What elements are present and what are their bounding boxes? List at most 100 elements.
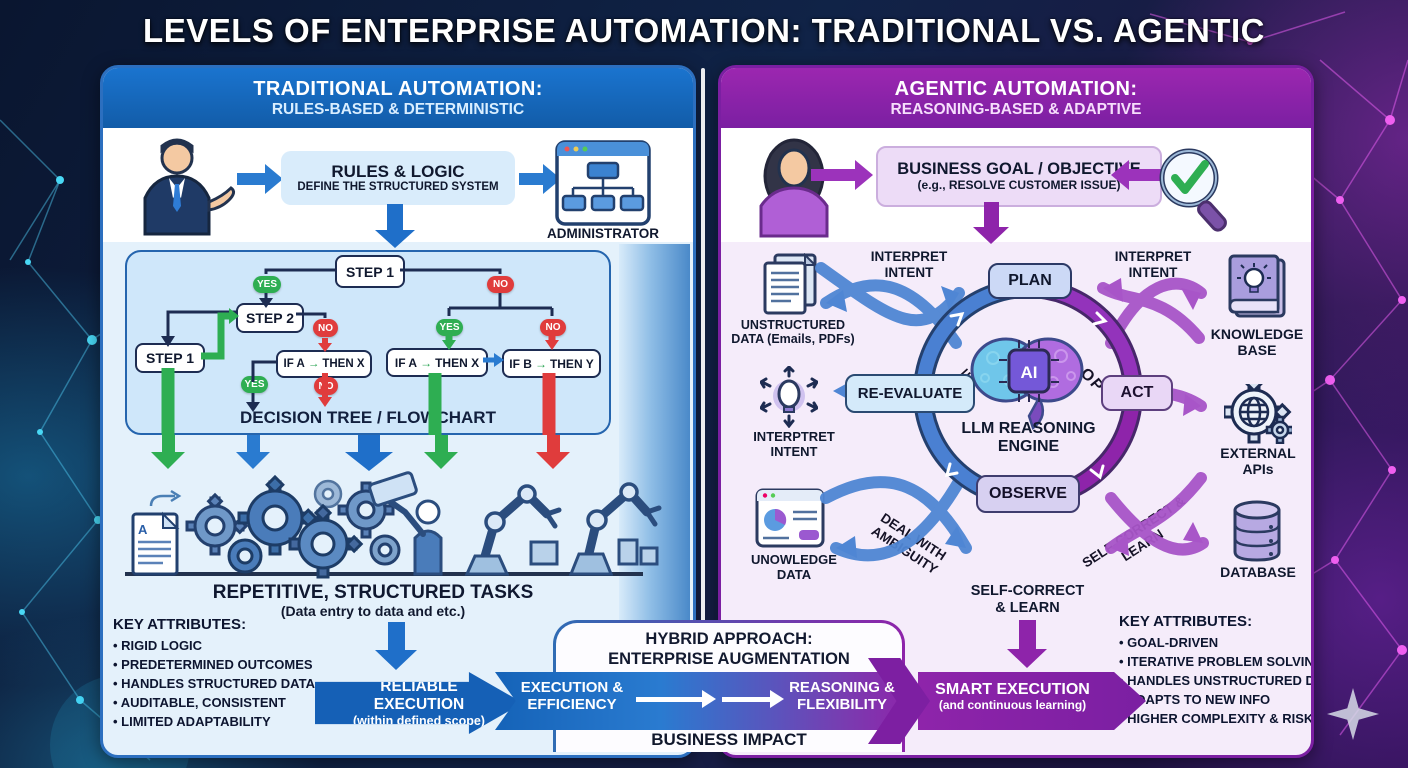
magnifier-check-icon bbox=[1159, 148, 1227, 232]
no-badge-1: NO bbox=[487, 276, 514, 293]
panel-divider bbox=[701, 68, 705, 750]
hybrid-title-line2: ENTERPRISE AUGMENTATION bbox=[608, 649, 850, 668]
traditional-header-line1: TRADITIONAL AUTOMATION: bbox=[253, 77, 543, 100]
goal-down-arrow bbox=[973, 202, 1009, 244]
reliable-execution-subtitle: (within defined scope) bbox=[353, 713, 485, 728]
svg-text:A: A bbox=[138, 522, 148, 537]
key-attribute-item: HIGHER COMPLEXITY & RISK bbox=[1119, 709, 1311, 728]
rule-arrow-glyph: → bbox=[420, 355, 433, 370]
hybrid-title-line1: HYBRID APPROACH: bbox=[645, 630, 813, 648]
external-apis-icon bbox=[1224, 384, 1292, 444]
traditional-header-line2: RULES-BASED & DETERMINISTIC bbox=[271, 100, 525, 118]
knowledge-base-label: KNOWLEDGE BASE bbox=[1210, 326, 1304, 359]
panel-edge-decoration bbox=[619, 244, 690, 682]
outcome-arrow-green-1 bbox=[151, 435, 185, 469]
band-white-arrow-2 bbox=[722, 690, 784, 708]
knowledge-data-label: UNOWLEDGE DATA bbox=[751, 552, 837, 582]
reevaluate-box: RE-EVALUATE bbox=[845, 374, 975, 413]
interpret-intent-left: INTERPRET INTENT bbox=[870, 249, 948, 280]
outcome-arrow-blue-big bbox=[345, 435, 393, 471]
admin-to-rules-arrow bbox=[237, 164, 283, 194]
documents-icon bbox=[763, 253, 818, 315]
plan-box: PLAN bbox=[988, 263, 1072, 299]
business-impact-label: BUSINESS IMPACT bbox=[651, 730, 807, 749]
yes-badge-3: YES bbox=[436, 319, 463, 336]
rules-logic-box: RULES & LOGIC DEFINE THE STRUCTURED SYST… bbox=[281, 151, 515, 205]
reliable-execution-title: RELIABLE EXECUTION bbox=[373, 678, 465, 713]
database-icon bbox=[1233, 500, 1281, 562]
key-attribute-item: RIGID LOGIC bbox=[113, 636, 363, 655]
ai-brain-icon: AI bbox=[970, 337, 1084, 431]
llm-engine-label: LLM REASONING ENGINE bbox=[961, 420, 1096, 456]
agentic-header-line2: REASONING-BASED & ADAPTIVE bbox=[890, 100, 1142, 118]
stage3-label: SMART EXECUTION (and continuous learning… bbox=[935, 681, 1090, 713]
interpret-intent-item-label: INTERPTRET INTENT bbox=[753, 429, 835, 459]
no-badge-2: NO bbox=[313, 319, 338, 337]
band-white-arrow-1 bbox=[636, 690, 716, 708]
business-goal-title: BUSINESS GOAL / OBJECTIVE bbox=[897, 160, 1141, 179]
rule-arrow-glyph: → bbox=[307, 358, 320, 370]
outcome-arrow-green-2 bbox=[424, 435, 458, 469]
observe-box: OBSERVE bbox=[976, 475, 1080, 513]
key-attribute-item: HANDLES UNSTRUCTURED DATA bbox=[1119, 671, 1311, 690]
impact-band-purple bbox=[918, 672, 1146, 730]
key-attribute-item: LIMITED ADAPTABILITY bbox=[113, 712, 363, 731]
document-icon: A bbox=[131, 489, 182, 576]
stage1-label: EXECUTION & EFFICIENCY bbox=[520, 679, 624, 714]
no-badge-4: NO bbox=[540, 319, 566, 336]
traditional-header: TRADITIONAL AUTOMATION: RULES-BASED & DE… bbox=[103, 68, 693, 128]
key-attributes-heading: KEY ATTRIBUTES: bbox=[1119, 613, 1253, 630]
act-box: ACT bbox=[1101, 375, 1173, 411]
intent-icon bbox=[760, 366, 818, 428]
key-attributes-heading: KEY ATTRIBUTES: bbox=[113, 616, 247, 633]
outcome-arrow-blue-1 bbox=[236, 435, 270, 469]
key-attribute-item: AUDITABLE, CONSISTENT bbox=[113, 693, 363, 712]
robot-arm-1-joints bbox=[464, 484, 562, 576]
flowchart-connectors bbox=[161, 268, 559, 435]
dashboard-icon bbox=[755, 488, 825, 548]
external-apis-label: EXTERNAL APIs bbox=[1220, 445, 1296, 478]
traditional-key-attributes: KEY ATTRIBUTES: RIGID LOGIC PREDETERMINE… bbox=[113, 616, 363, 731]
key-attribute-item: ITERATIVE PROBLEM SOLVING bbox=[1119, 652, 1311, 671]
interpret-intent-right: INTERPRET INTENT bbox=[1114, 249, 1192, 280]
administrator-label: ADMINISTRATOR bbox=[547, 226, 659, 241]
database-label: DATABASE bbox=[1220, 564, 1296, 580]
knowledge-base-book-icon bbox=[1228, 254, 1286, 318]
flow-step1-top: STEP 1 bbox=[335, 255, 405, 288]
yes-badge-2: YES bbox=[241, 376, 268, 393]
machines-graphic: A bbox=[125, 471, 662, 579]
unstructured-data-label: UNSTRUCTURED DATA (Emails, PDFs) bbox=[731, 318, 855, 347]
worker-icon bbox=[368, 471, 443, 576]
rules-logic-subtitle: DEFINE THE STRUCTURED SYSTEM bbox=[297, 181, 499, 194]
key-attribute-item: PREDETERMINED OUTCOMES bbox=[113, 655, 363, 674]
stage2-label: REASONING & FLEXIBILITY bbox=[789, 679, 895, 714]
admin-system-window-icon bbox=[555, 140, 651, 226]
page-title: LEVELS OF ENTERPRISE AUTOMATION: TRADITI… bbox=[143, 12, 1265, 49]
rules-logic-title: RULES & LOGIC bbox=[331, 161, 465, 181]
flow-step2: STEP 2 bbox=[236, 303, 304, 333]
agentic-header: AGENTIC AUTOMATION: REASONING-BASED & AD… bbox=[721, 68, 1311, 128]
tasks-subcaption: (Data entry to data and etc.) bbox=[280, 603, 466, 619]
robot-arm-2-joints bbox=[568, 482, 662, 576]
ai-chip-label: AI bbox=[1021, 363, 1038, 382]
self-correct-learn-label: SELF-CORRECT & LEARN bbox=[970, 583, 1085, 616]
agentic-header-line1: AGENTIC AUTOMATION: bbox=[894, 77, 1138, 100]
key-attribute-item: HANDLES STRUCTURED DATA bbox=[113, 674, 363, 693]
agentic-panel: AGENTIC AUTOMATION: REASONING-BASED & AD… bbox=[718, 65, 1314, 758]
user-person-icon bbox=[759, 138, 829, 238]
tasks-caption: REPETITIVE, STRUCTURED TASKS bbox=[212, 582, 534, 603]
yes-badge-1: YES bbox=[253, 276, 281, 293]
flow-rule-ax-right: IF A→THEN X bbox=[386, 348, 488, 377]
administrator-person-icon bbox=[143, 138, 236, 236]
key-attribute-item: ADAPTS TO NEW INFO bbox=[1119, 690, 1309, 709]
key-attribute-item: GOAL-DRIVEN bbox=[1119, 633, 1309, 652]
agentic-key-attributes: KEY ATTRIBUTES: GOAL-DRIVEN ITERATIVE PR… bbox=[1119, 613, 1311, 728]
rules-down-arrow bbox=[375, 204, 415, 248]
gears-icon bbox=[185, 474, 401, 579]
verify-to-goal-arrow bbox=[1111, 160, 1163, 190]
user-to-goal-arrow bbox=[811, 160, 873, 190]
outcome-arrow-red bbox=[536, 435, 570, 469]
business-goal-subtitle: (e.g., RESOLVE CUSTOMER ISSUE) bbox=[917, 178, 1121, 193]
self-correct-down-arrow bbox=[1007, 620, 1047, 668]
